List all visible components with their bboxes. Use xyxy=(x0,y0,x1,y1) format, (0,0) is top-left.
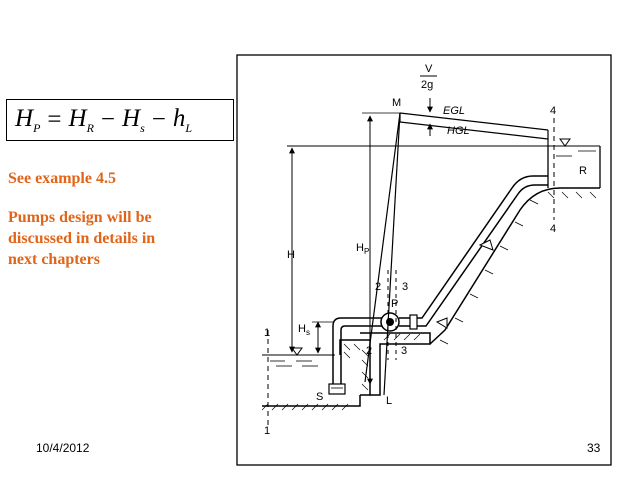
section-1-upper-label: 1 xyxy=(264,327,270,339)
pumps-note: Pumps design will be discussed in detail… xyxy=(8,207,238,270)
example-note: See example 4.5 xyxy=(8,170,116,187)
formula-box: HP = HR − Hs − hL xyxy=(6,99,234,141)
formula-minus-2: − xyxy=(151,106,166,133)
hgl-label: HGL xyxy=(447,125,470,137)
hs-label: Hs xyxy=(298,323,310,337)
pumps-note-line-3: next chapters xyxy=(8,251,100,268)
hgl-line xyxy=(399,121,549,140)
hp-label: HP xyxy=(356,242,369,256)
delivery-pipe-upper xyxy=(399,184,548,327)
formula-hp: HP xyxy=(15,104,41,135)
anchor-block-2 xyxy=(435,317,448,329)
delivery-pipe-lower xyxy=(399,175,548,319)
lower-water-triangle xyxy=(291,347,303,356)
page-number: 33 xyxy=(587,441,601,455)
delivery-valve xyxy=(409,314,418,330)
upper-reservoir-walls xyxy=(547,146,601,188)
egl-line xyxy=(399,112,549,131)
anchor-block-1 xyxy=(478,239,494,251)
formula-minus-1: − xyxy=(100,106,116,133)
section-2-upper-label: 2 xyxy=(375,281,381,293)
diagram-frame xyxy=(236,54,612,466)
section-4-bottom-label: 4 xyxy=(550,223,556,235)
pump-base xyxy=(360,332,431,396)
point-m-label: M xyxy=(392,97,401,109)
strainer xyxy=(328,383,346,395)
section-4-top-label: 4 xyxy=(550,105,556,117)
suction-pipe xyxy=(332,317,388,385)
formula-hl: hL xyxy=(172,104,193,135)
lower-reservoir-bed xyxy=(262,395,361,407)
formula-hr: HR xyxy=(68,104,94,135)
h-label: H xyxy=(287,249,295,261)
formula-hs: Hs xyxy=(122,104,145,135)
footer-date: 10/4/2012 xyxy=(36,441,90,455)
point-l-label: L xyxy=(386,395,392,407)
energy-line-pump-rise xyxy=(383,112,401,396)
section-1-lower-label: 1 xyxy=(264,425,270,437)
reservoir-r-label: R xyxy=(579,165,587,177)
strainer-s-label: S xyxy=(316,391,323,403)
pump-p-label: P xyxy=(391,298,398,310)
hillside xyxy=(429,187,600,345)
velocity-head-denominator: 2g xyxy=(421,79,433,91)
pumps-note-line-1: Pumps design will be xyxy=(8,209,152,226)
section-3-lower-label: 3 xyxy=(401,345,407,357)
formula-equals: = xyxy=(47,106,62,133)
upper-water-triangle xyxy=(559,138,571,147)
pump-impeller xyxy=(386,318,394,326)
pumps-note-line-2: discussed in details in xyxy=(8,230,156,247)
section-2-lower-label: 2 xyxy=(366,345,372,357)
egl-label: EGL xyxy=(443,105,465,117)
velocity-head-numerator: V xyxy=(425,63,433,75)
section-3-upper-label: 3 xyxy=(402,281,408,293)
